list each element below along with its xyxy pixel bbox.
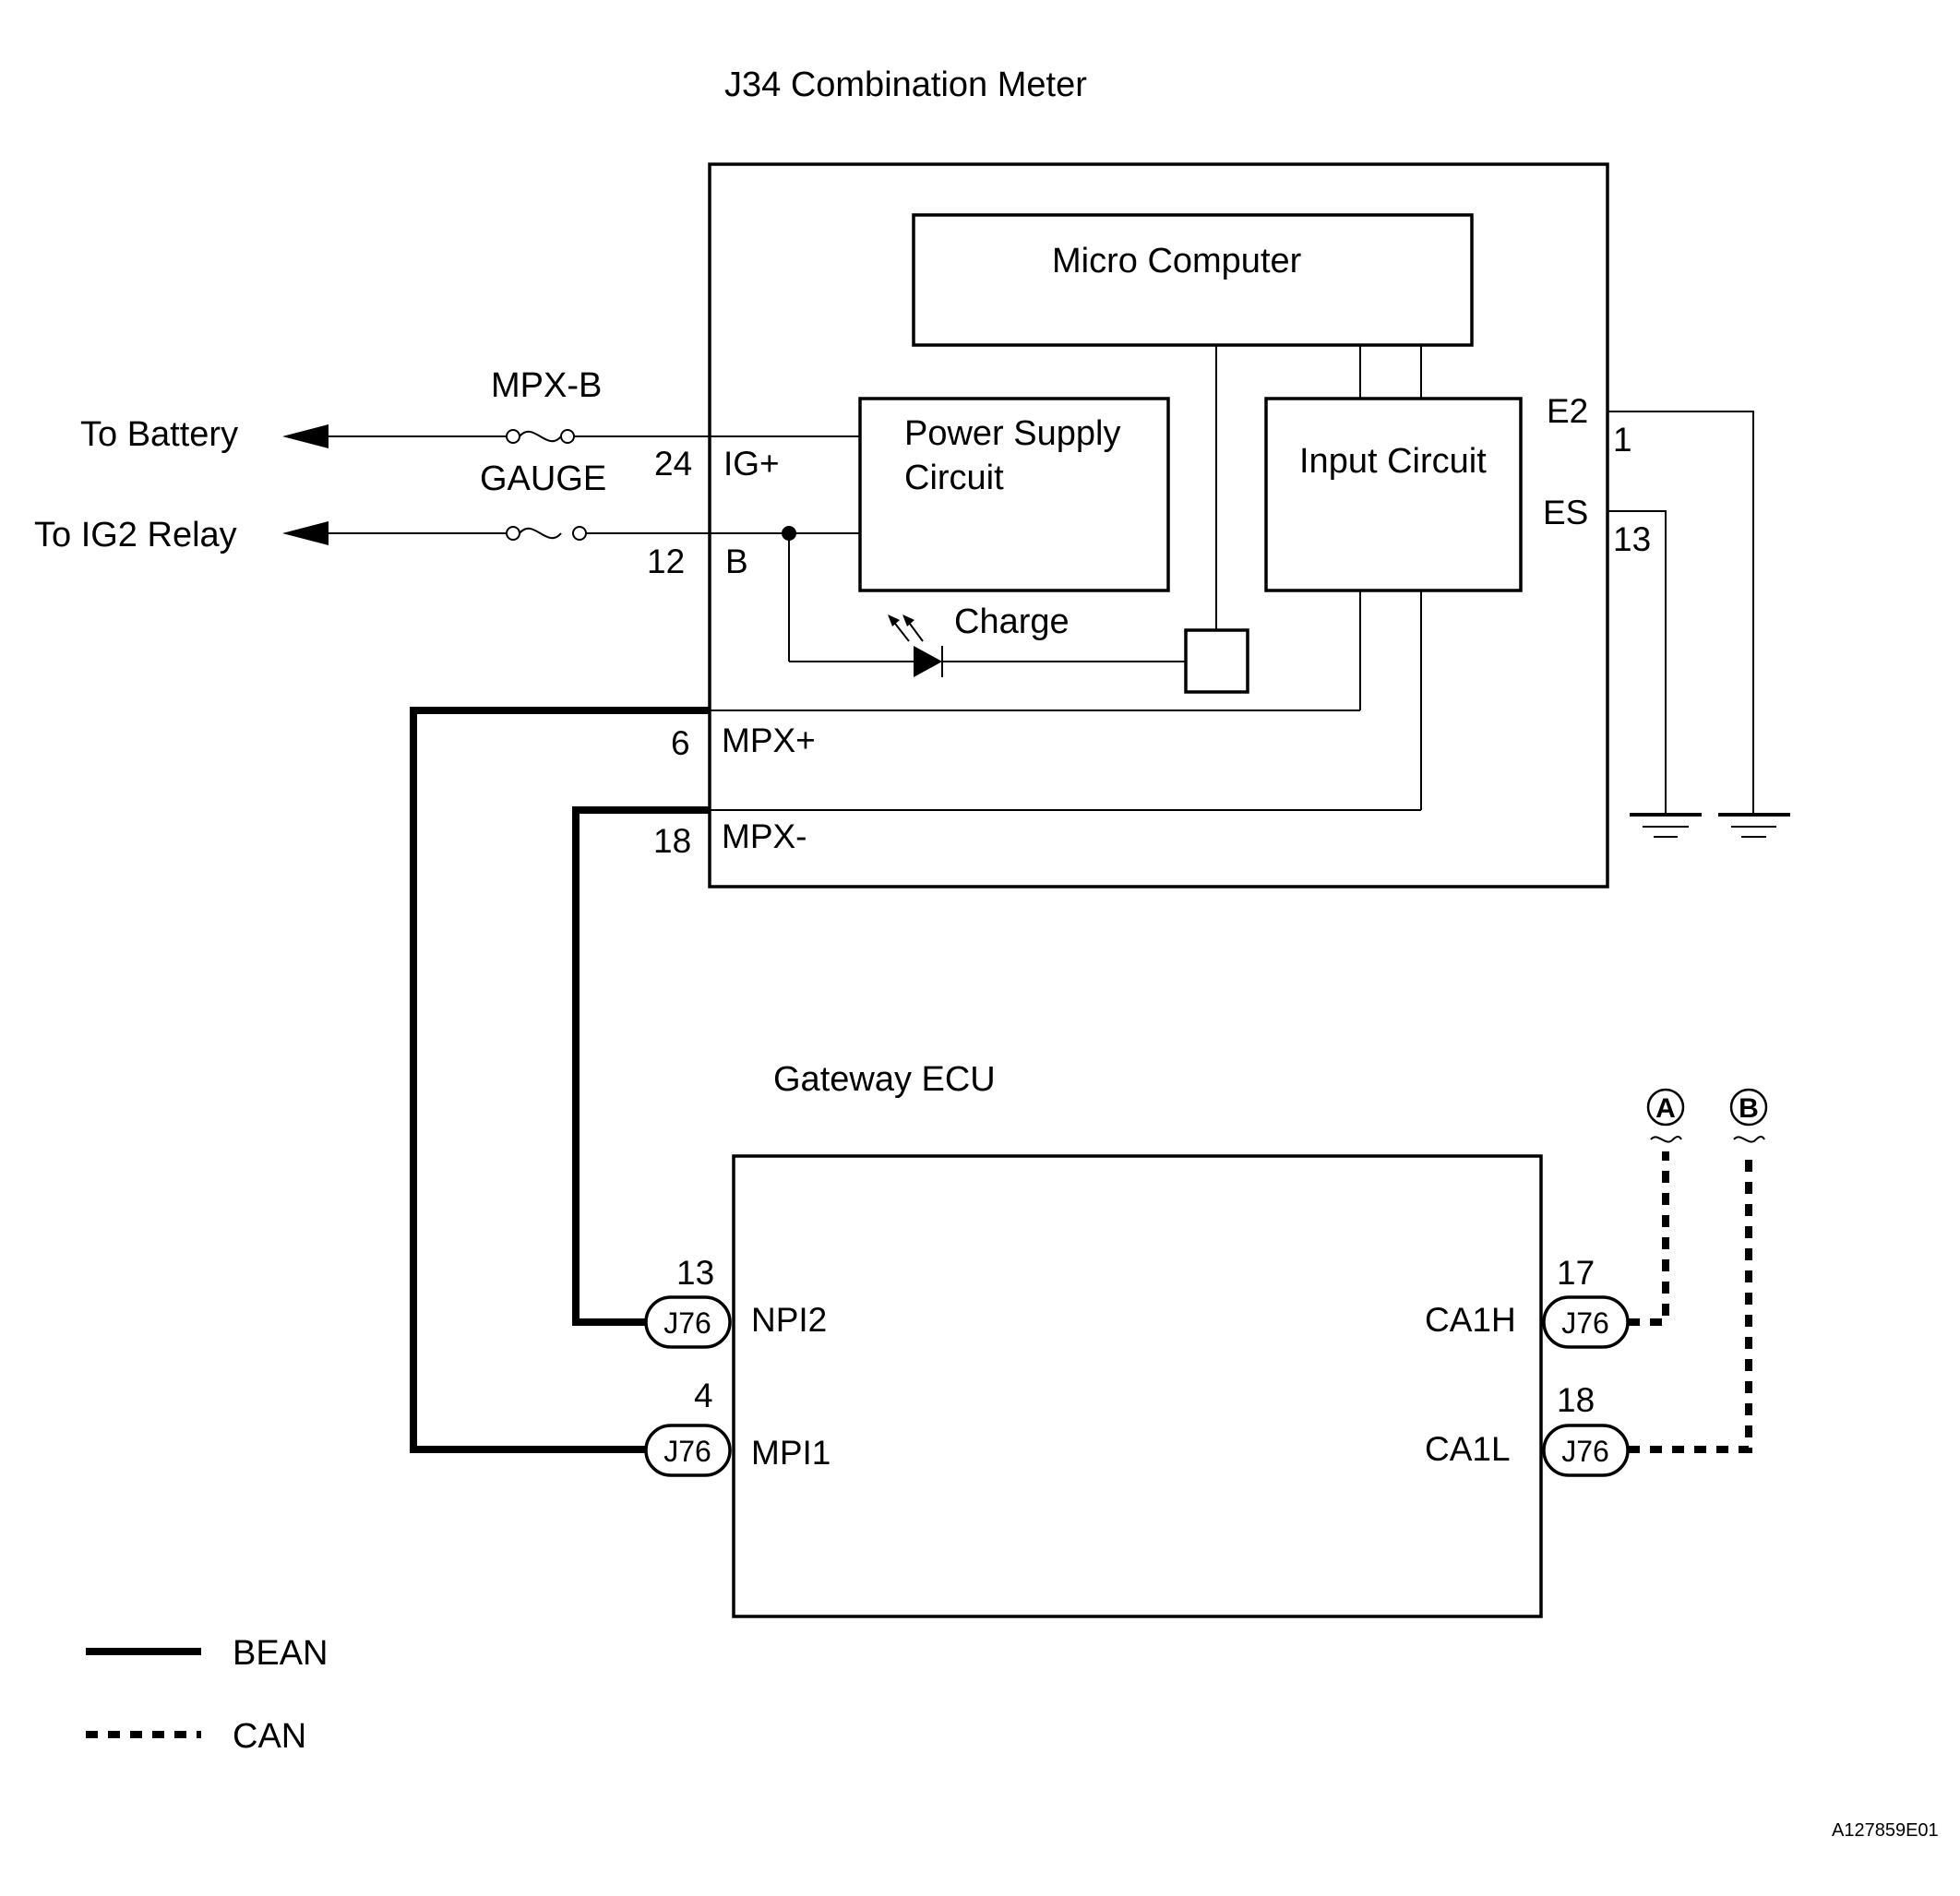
figure-code: A127859E01 (1832, 1820, 1939, 1841)
connector-mpi1-label: J76 (663, 1435, 711, 1468)
connector-ca1l-label: J76 (1561, 1435, 1609, 1468)
connector-npi2-label: J76 (663, 1306, 711, 1340)
charge-driver-box (1184, 628, 1249, 694)
offpage-connector-a: A (1646, 1088, 1685, 1143)
gateway-title: Gateway ECU (773, 1060, 996, 1099)
power-supply-label-2: Circuit (904, 459, 1004, 497)
pin-ca1l-number: 18 (1557, 1381, 1595, 1419)
micro-computer-box (912, 213, 1474, 347)
ig2-arrow-icon (282, 521, 329, 545)
pin-ca1h-number: 17 (1557, 1254, 1595, 1292)
meter-box (708, 162, 1609, 888)
pin-npi2-number: 13 (676, 1254, 714, 1292)
micro-computer-label: Micro Computer (1052, 242, 1302, 280)
pin-npi2-label: NPI2 (751, 1301, 827, 1339)
to-ig2-relay-label: To IG2 Relay (34, 516, 237, 554)
junction-dot (782, 526, 796, 541)
pin-b-label: B (725, 543, 748, 580)
connector-mpi1 (644, 1424, 732, 1477)
pin-b-number: 12 (647, 543, 685, 580)
e2-ground-wire (1607, 411, 1754, 815)
connector-ca1h-label: J76 (1561, 1306, 1609, 1340)
connector-npi2 (644, 1295, 732, 1349)
svg-text:B: B (1739, 1093, 1759, 1124)
pin-mpi1-number: 4 (694, 1377, 713, 1414)
pin-mpi1-label: MPI1 (751, 1434, 831, 1472)
bean-wire-mpx-minus (572, 806, 710, 1326)
gateway-box (732, 1154, 1543, 1618)
bean-wire-mpx-plus (410, 707, 710, 1453)
pin-ig-plus-label: IG+ (723, 445, 780, 483)
ground-icon-e2 (1718, 813, 1790, 838)
input-circuit-box (1264, 397, 1523, 592)
fuse-gauge-label: GAUGE (480, 459, 606, 498)
pin-mpx-plus-label: MPX+ (722, 721, 816, 759)
pin-e2-number: 1 (1613, 421, 1632, 459)
offpage-connector-b: B (1729, 1088, 1768, 1143)
legend-can-label: CAN (233, 1717, 306, 1756)
fuse-mpx-b-icon (506, 429, 575, 444)
pin-mpx-plus-number: 6 (671, 724, 690, 762)
meter-title: J34 Combination Meter (724, 66, 1087, 104)
fuse-gauge-icon (506, 526, 587, 541)
pin-es-number: 13 (1613, 520, 1651, 558)
light-emission-icon (888, 614, 924, 642)
battery-arrow-icon (282, 424, 329, 448)
power-supply-label-1: Power Supply (904, 414, 1120, 453)
pin-e2-label: E2 (1547, 392, 1588, 430)
es-ground-wire (1607, 510, 1667, 815)
power-supply-box (858, 397, 1170, 592)
input-circuit-label: Input Circuit (1299, 442, 1487, 481)
to-battery-label: To Battery (80, 415, 238, 454)
fuse-mpx-b-label: MPX-B (491, 366, 602, 405)
pin-ig-plus-number: 24 (654, 445, 692, 483)
pin-es-label: ES (1543, 494, 1588, 531)
svg-text:A: A (1655, 1093, 1676, 1124)
charge-label: Charge (954, 602, 1070, 641)
pin-ca1l-label: CA1L (1425, 1430, 1511, 1468)
pin-ca1h-label: CA1H (1425, 1301, 1516, 1339)
charge-led-icon (914, 646, 942, 677)
ground-icon-es (1630, 813, 1702, 838)
pin-mpx-minus-number: 18 (653, 822, 691, 860)
legend-bean-label: BEAN (233, 1634, 328, 1673)
pin-mpx-minus-label: MPX- (722, 817, 807, 855)
can-wire-ca1l (1628, 1151, 1752, 1453)
can-wire-ca1h (1628, 1151, 1669, 1326)
